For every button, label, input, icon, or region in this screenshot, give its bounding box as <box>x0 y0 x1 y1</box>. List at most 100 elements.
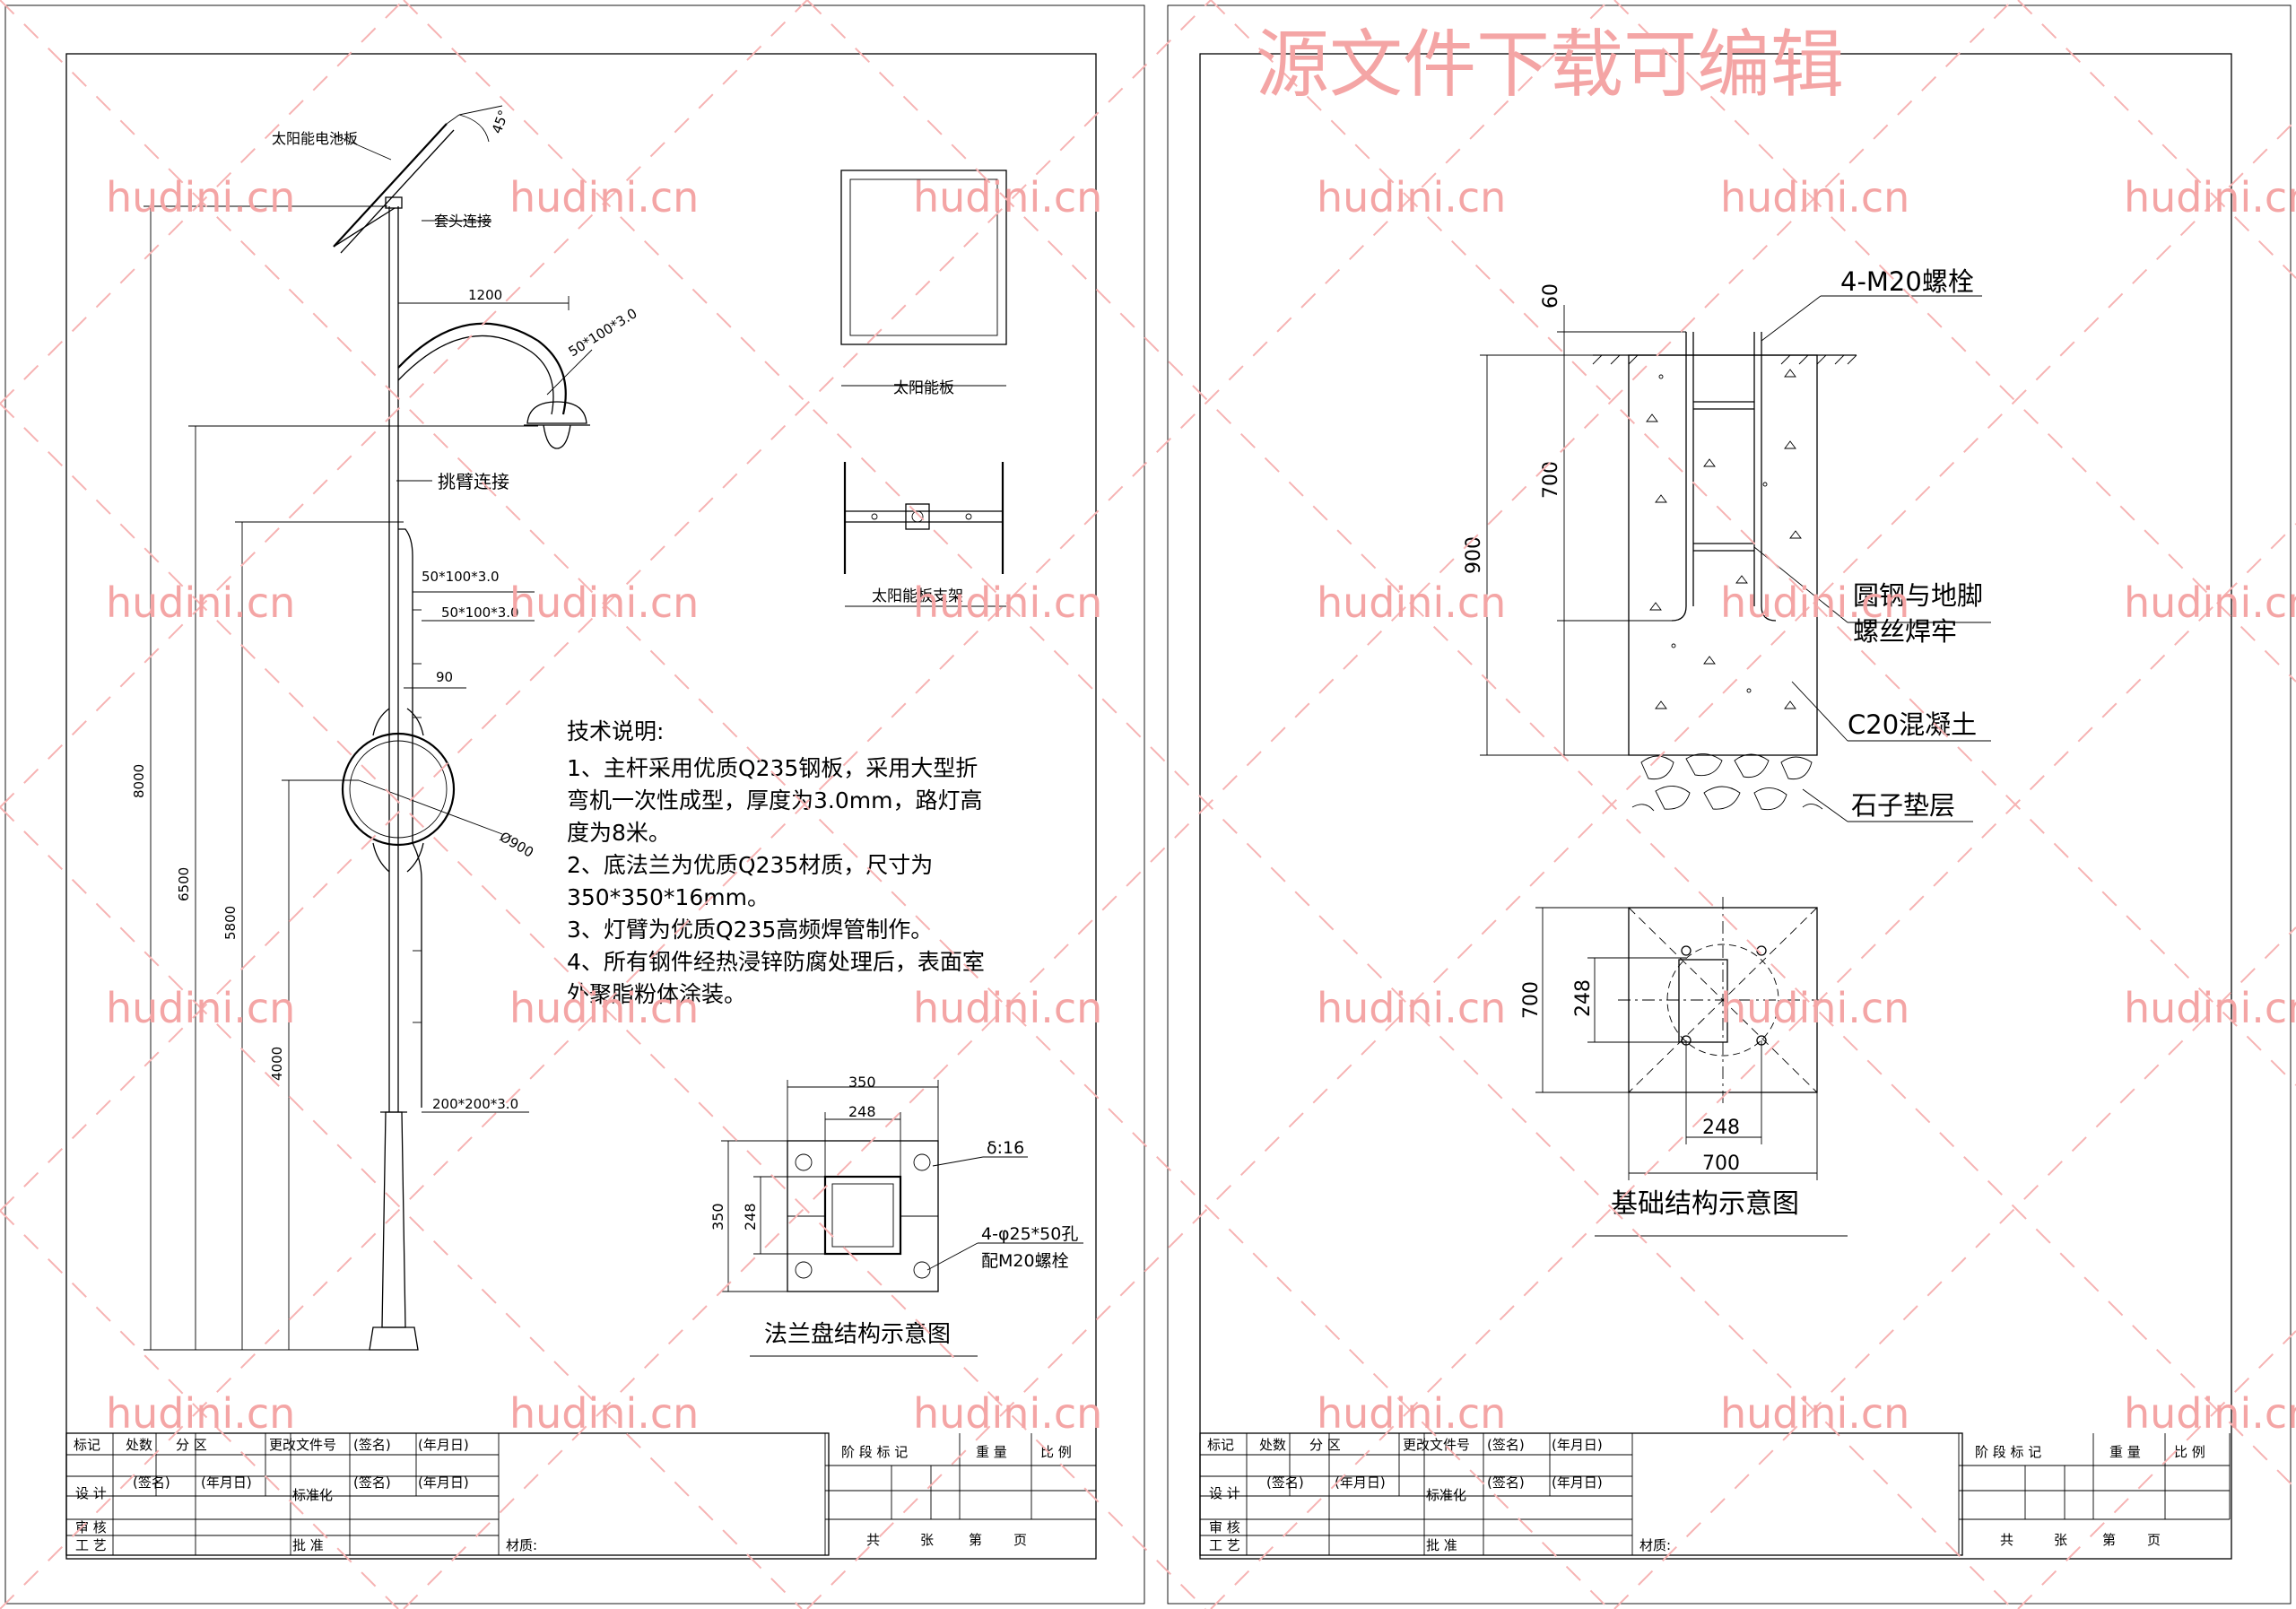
watermark-site-text: hudini.cn <box>1720 578 1909 627</box>
tb-left-sign: (签名) <box>353 1437 391 1453</box>
tech-note-line: 350*350*16mm。 <box>567 884 770 910</box>
tb-left-stage: 阶 段 标 记 <box>841 1444 908 1460</box>
dim-angle: 45° <box>489 108 512 135</box>
tech-note-line: 度为8米。 <box>567 820 671 846</box>
label-weld-line1: 圆钢与地脚 <box>1853 580 1983 611</box>
tb-left-material: 材质: <box>506 1537 537 1553</box>
watermark-site-text: hudini.cn <box>509 173 699 222</box>
tb-left-review: 审 核 <box>75 1519 107 1535</box>
tb-left-design: 设 计 <box>75 1485 107 1501</box>
dim-height-8000: 8000 <box>131 764 147 798</box>
dim-tube-a: 50*100*3.0 <box>422 569 500 585</box>
plan-dim-700-vertical: 700 <box>1520 981 1543 1019</box>
label-weld-line2: 螺丝焊牢 <box>1853 616 1957 647</box>
flange-caption: 法兰盘结构示意图 <box>764 1321 951 1348</box>
label-arm-joint: 挑臂连接 <box>438 471 509 492</box>
tb-left-change-doc: 更改文件号 <box>269 1437 336 1453</box>
tb-right-date: (年月日) <box>1552 1437 1603 1453</box>
tb-right-sheets: 张 <box>2054 1532 2067 1548</box>
tb-right-design-sign: (签名) <box>1266 1474 1304 1491</box>
tb-left-weight: 重 量 <box>976 1444 1007 1460</box>
solar-bracket-view: 太阳能板支架 <box>843 462 1006 607</box>
tech-notes-title: 技术说明: <box>567 718 664 744</box>
flange-dim-350-top: 350 <box>848 1074 876 1091</box>
tb-left-mark: 标记 <box>74 1437 100 1453</box>
flange-dim-350-side: 350 <box>709 1203 726 1231</box>
tb-left-standard: 标准化 <box>292 1487 333 1503</box>
pole-elevation <box>333 105 590 1351</box>
dim-900-depth: 900 <box>1463 536 1485 574</box>
tb-right-std-date: (年月日) <box>1552 1474 1603 1491</box>
watermark-site-text: hudini.cn <box>913 173 1102 222</box>
tb-left-no: 第 <box>969 1532 982 1548</box>
tb-left-design-date: (年月日) <box>201 1474 252 1491</box>
dim-height-5800: 5800 <box>222 906 239 940</box>
tb-right-review: 审 核 <box>1209 1519 1240 1535</box>
label-solar-panel: 太阳能电池板 <box>272 130 358 147</box>
watermark-site-text: hudini.cn <box>1317 1389 1506 1438</box>
solar-panel-view: 太阳能板 <box>840 170 1007 397</box>
watermark-site-text: hudini.cn <box>106 1389 295 1438</box>
tb-left-std-date: (年月日) <box>418 1474 469 1491</box>
watermark-site-text: hudini.cn <box>509 984 699 1032</box>
tb-left-sheets: 张 <box>920 1532 934 1548</box>
watermark-site-text: hudini.cn <box>1317 578 1506 627</box>
watermark-site-text: hudini.cn <box>1720 1389 1909 1438</box>
title-block-right: 标记 处数 分 区 更改文件号 (签名) (年月日) 设 计 (签名) (年月日… <box>1199 1432 2231 1556</box>
watermark-site-text: hudini.cn <box>1317 173 1506 222</box>
tech-note-line: 弯机一次性成型，厚度为3.0mm，路灯高 <box>567 787 982 813</box>
watermark-site-text: hudini.cn <box>106 578 295 627</box>
tb-right-mark: 标记 <box>1207 1437 1234 1453</box>
tb-right-scale: 比 例 <box>2174 1444 2205 1460</box>
tb-right-no: 第 <box>2102 1532 2116 1548</box>
flange-thickness: δ:16 <box>987 1138 1024 1158</box>
watermark-site-text: hudini.cn <box>2124 1389 2296 1438</box>
left-sheet-outer-border <box>4 4 1145 1605</box>
dim-arm-tube: 50*100*3.0 <box>566 305 640 360</box>
dim-height-4000: 4000 <box>269 1047 285 1081</box>
flange-bolts: 配M20螺栓 <box>981 1251 1069 1271</box>
label-panel: 太阳能板 <box>893 379 954 397</box>
watermark-site-text: hudini.cn <box>2124 173 2296 222</box>
tech-notes: 技术说明: 1、主杆采用优质Q235钢板，采用大型折 弯机一次性成型，厚度为3.… <box>567 718 985 1007</box>
watermark-site-text: hudini.cn <box>913 984 1102 1032</box>
label-concrete: C20混凝土 <box>1848 709 1977 740</box>
foundation-caption: 基础结构示意图 <box>1611 1188 1799 1220</box>
label-bracket: 太阳能板支架 <box>872 587 963 605</box>
watermark-site-text: hudini.cn <box>913 1389 1102 1438</box>
dim-base-tube: 200*200*3.0 <box>432 1096 518 1112</box>
watermark-site-text: hudini.cn <box>509 578 699 627</box>
tb-right-zone: 分 区 <box>1309 1437 1341 1453</box>
tb-right-stage: 阶 段 标 记 <box>1975 1444 2041 1460</box>
tb-right-sign: (签名) <box>1487 1437 1525 1453</box>
watermark-site-text: hudini.cn <box>1317 984 1506 1032</box>
watermark-site-text: hudini.cn <box>1720 984 1909 1032</box>
tb-right-weight: 重 量 <box>2109 1444 2141 1460</box>
tb-left-zone: 分 区 <box>176 1437 207 1453</box>
label-sleeve-joint: 套头连接 <box>434 213 491 230</box>
watermark-site-text: hudini.cn <box>106 984 295 1032</box>
flange-plate: 350 248 350 248 δ:16 4-φ25*50孔 配M20螺栓 法兰… <box>709 1074 1083 1357</box>
plan-dim-248-horizontal: 248 <box>1702 1117 1740 1139</box>
tb-right-std-sign: (签名) <box>1487 1474 1525 1491</box>
flange-dim-248-side: 248 <box>742 1203 759 1231</box>
right-sheet-outer-border <box>1167 4 2292 1605</box>
watermark-site-text: hudini.cn <box>1720 173 1909 222</box>
pole-dimensions <box>144 134 593 1351</box>
tb-left-std-sign: (签名) <box>353 1474 391 1491</box>
watermark-site-text: hudini.cn <box>106 173 295 222</box>
tb-right-approve: 批 准 <box>1426 1537 1457 1553</box>
tb-left-total: 共 <box>866 1532 880 1548</box>
plan-dim-248-vertical: 248 <box>1572 979 1595 1017</box>
tb-right-design: 设 计 <box>1209 1485 1240 1501</box>
tb-right-change-doc: 更改文件号 <box>1403 1437 1470 1453</box>
title-block-left: 标记 处数 分 区 更改文件号 (签名) (年月日) 设 计 (签名) (年月日… <box>65 1432 1097 1556</box>
tb-left-design-sign: (签名) <box>133 1474 170 1491</box>
tb-left-approve: 批 准 <box>292 1537 324 1553</box>
watermark-texts: hudini.cn hudini.cn hudini.cn hudini.cn hudi… <box>106 173 2296 1438</box>
tech-note-line: 外聚脂粉体涂装。 <box>567 981 746 1007</box>
tb-left-process: 工 艺 <box>75 1537 107 1553</box>
tb-right-count: 处数 <box>1259 1437 1286 1453</box>
